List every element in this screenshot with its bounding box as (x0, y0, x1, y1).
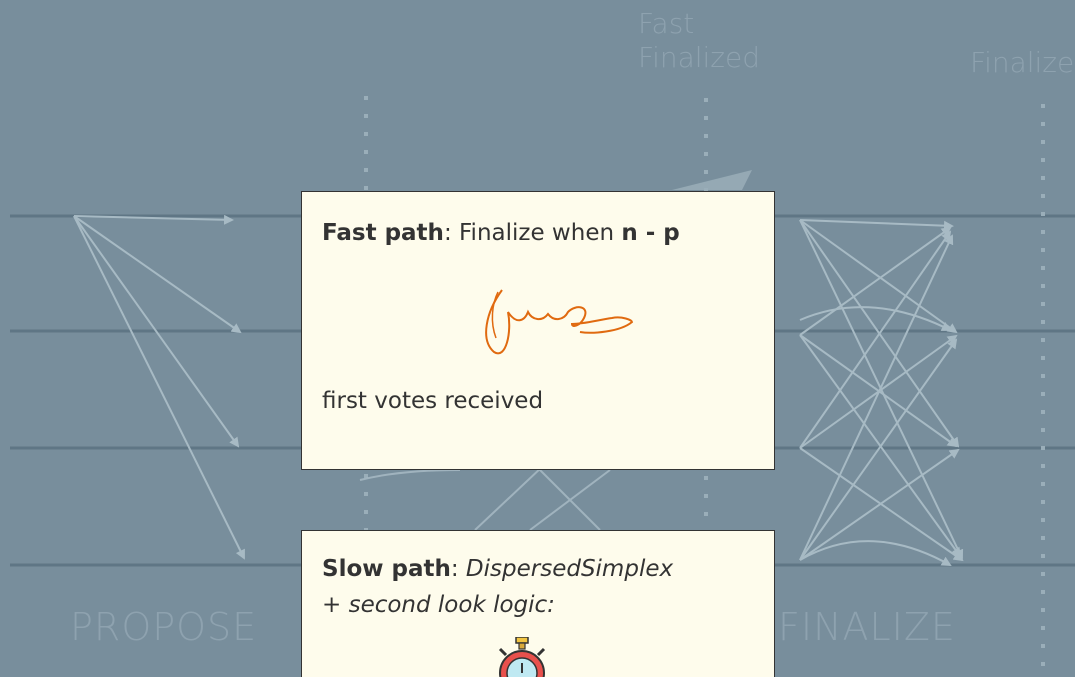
fast-path-label: Fast path (322, 220, 444, 246)
slow-path-line-2: + second look logic: (322, 589, 555, 621)
stopwatch-icon (498, 637, 546, 677)
vote-arrow (529, 469, 611, 531)
finalize-arrow (799, 234, 954, 561)
fast-path-line-2: first votes received (322, 388, 544, 414)
fast-finalized-header: Fast Finalized (638, 7, 761, 74)
fast-path-line-1: Fast path: Finalize when n - p (322, 217, 680, 249)
finalize-arrow (799, 448, 960, 561)
finalize-arrow (799, 226, 952, 336)
slow-path-card: Slow path: DispersedSimplex + second loo… (301, 530, 775, 677)
finalize-arrow-curve (799, 306, 952, 331)
vote-arrows (359, 170, 752, 531)
slow-path-second-look: + second look logic: (322, 592, 555, 618)
finalize-arrow (799, 219, 958, 334)
finalized-header: Finalized (970, 46, 1075, 79)
vote-shape (672, 170, 752, 190)
finalize-arrow-curve (799, 540, 952, 566)
finalize-arrow (799, 334, 958, 448)
finalize-arrows (799, 219, 964, 566)
fast-path-expr: n - p (621, 220, 680, 246)
finalize-arrow (799, 219, 954, 231)
propose-arrows (73, 214, 245, 560)
propose-arrow-2 (73, 215, 242, 334)
finalize-arrow (799, 230, 952, 449)
fast-path-text: : Finalize when (443, 220, 622, 246)
propose-arrow-4 (73, 215, 245, 560)
vote-curve (359, 469, 461, 481)
propose-arrow-3 (73, 215, 240, 448)
fast-path-card: Fast path: Finalize when n - p first vot… (301, 191, 775, 470)
slow-path-protocol: DispersedSimplex (465, 556, 674, 582)
propose-label: PROPOSE (70, 605, 258, 649)
finalize-arrow (799, 338, 958, 561)
handwritten-signature-icon (485, 289, 634, 355)
finalize-label: FINALIZE (778, 605, 956, 649)
slow-path-colon: : (450, 556, 466, 582)
propose-arrow-1 (73, 214, 234, 225)
slow-path-line-1: Slow path: DispersedSimplex (322, 553, 673, 585)
slow-path-label: Slow path (322, 556, 451, 582)
